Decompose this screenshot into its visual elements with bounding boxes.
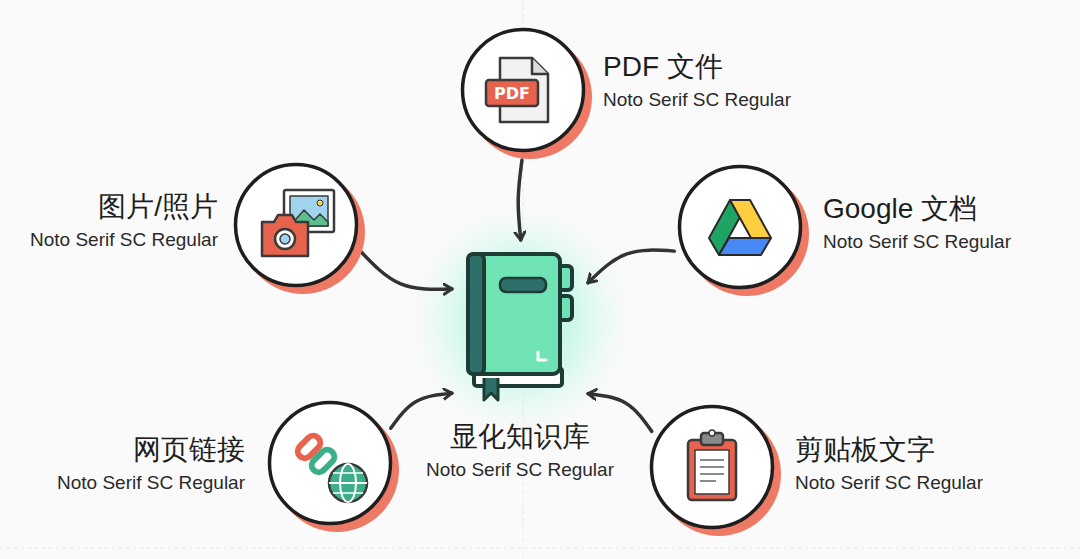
- node-subtitle: Noto Serif SC Regular: [426, 458, 614, 482]
- node-caption: Google 文档 Noto Serif SC Regular: [823, 192, 1011, 254]
- node-subtitle: Noto Serif SC Regular: [30, 228, 218, 252]
- circle-outline: [678, 165, 802, 289]
- source-circle: 网页链接Noto Serif SC Regular: [268, 401, 392, 525]
- node-caption: PDF 文件 Noto Serif SC Regular: [603, 50, 791, 112]
- node-title: Google 文档: [823, 192, 1011, 226]
- source-circle: 剪贴板文字Noto Serif SC Regular: [650, 405, 774, 529]
- source-circle: PDF 文件Noto Serif SC Regular: [461, 28, 585, 152]
- circle-outline: [234, 163, 358, 287]
- node-title: 网页链接: [57, 433, 245, 467]
- node-caption: 网页链接 Noto Serif SC Regular: [57, 433, 245, 495]
- book-icon: [468, 254, 572, 400]
- flow-arrow: [391, 393, 452, 428]
- node-subtitle: Noto Serif SC Regular: [823, 230, 1011, 254]
- clipboard-icon: [688, 430, 736, 500]
- flow-arrow: [588, 250, 674, 283]
- node-caption: 图片/照片 Noto Serif SC Regular: [30, 190, 218, 252]
- node-subtitle: Noto Serif SC Regular: [57, 471, 245, 495]
- node-title: PDF 文件: [603, 50, 791, 84]
- circle-border: [680, 167, 801, 288]
- circle-outline: [461, 28, 585, 152]
- flow-arrow: [518, 160, 522, 240]
- node-subtitle: Noto Serif SC Regular: [603, 88, 791, 112]
- photo-icon: [262, 190, 334, 256]
- drive-icon: [709, 200, 771, 255]
- circle-outline: [650, 405, 774, 529]
- pdf-icon: [486, 58, 548, 122]
- flow-arrow: [588, 394, 652, 432]
- flow-arrow: [361, 252, 452, 290]
- circle-outline: [268, 401, 392, 525]
- circle-border: [236, 165, 357, 286]
- circle-border: [652, 407, 773, 528]
- node-caption: 显化知识库 Noto Serif SC Regular: [426, 420, 614, 482]
- node-title: 剪贴板文字: [795, 433, 983, 467]
- circle-border: [270, 403, 391, 524]
- node-title: 显化知识库: [426, 420, 614, 454]
- link-icon: [295, 433, 367, 502]
- knowledge-hub: 显化知识库Noto Serif SC Regular: [462, 250, 578, 400]
- node-title: 图片/照片: [30, 190, 218, 224]
- source-circle: Google 文档Noto Serif SC Regular: [678, 165, 802, 289]
- node-subtitle: Noto Serif SC Regular: [795, 471, 983, 495]
- circle-border: [463, 30, 584, 151]
- source-circle: 图片/照片Noto Serif SC Regular: [234, 163, 358, 287]
- node-caption: 剪贴板文字 Noto Serif SC Regular: [795, 433, 983, 495]
